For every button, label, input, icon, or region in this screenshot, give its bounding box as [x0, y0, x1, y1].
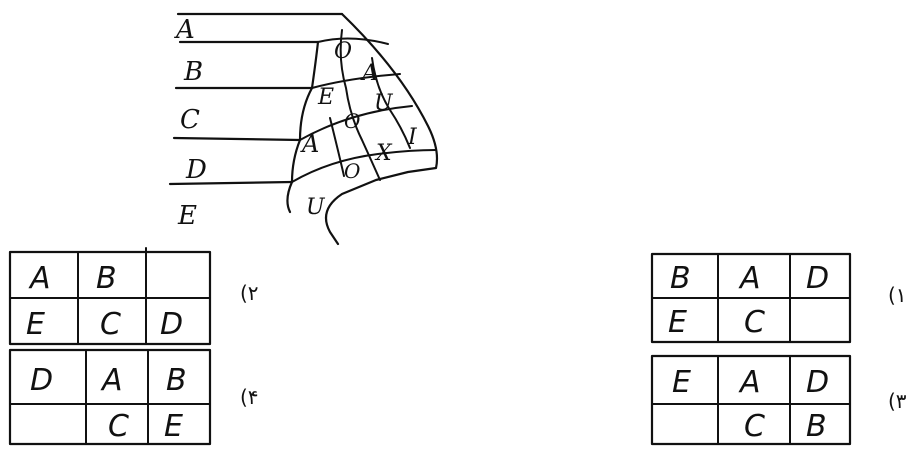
row-line-d	[168, 180, 294, 186]
row-line-c	[172, 136, 302, 142]
fan-cell-letter: U	[306, 195, 326, 220]
grid-cell-letter: A	[738, 365, 761, 400]
fan-diagram: A B C D E O A E U O A I X O U	[168, 12, 439, 246]
fan-cell-letter: O	[344, 109, 360, 133]
fan-arc-4	[291, 149, 437, 183]
grid-cell-letter: E	[668, 305, 687, 340]
grid-cell-letter: B	[670, 261, 691, 296]
option-number: (۲	[240, 281, 259, 305]
grid-cell-letter: E	[26, 307, 45, 342]
fan-radial-2	[371, 57, 411, 149]
option-1-grid[interactable]: B A D E C (۱	[650, 252, 907, 344]
option-4-grid[interactable]: D A B C E (۴	[8, 348, 259, 446]
fan-cell-letter: A	[360, 61, 378, 86]
grid-cell-letter: E	[164, 409, 183, 444]
grid-cell-letter: C	[100, 307, 121, 342]
grid-cell-letter: D	[806, 261, 829, 296]
grid-cell-letter: E	[672, 365, 691, 400]
fan-arc-2	[311, 73, 401, 89]
grid-border	[8, 348, 212, 446]
fan-radial-3	[329, 117, 345, 177]
fan-radial-1	[339, 29, 381, 181]
option-number: (۳	[888, 389, 907, 413]
grid-cell-letter: D	[806, 365, 829, 400]
grid-cell-letter: B	[806, 409, 827, 444]
grid-cell-letter: D	[160, 307, 183, 342]
grid-border	[650, 354, 852, 446]
grid-cell-letter: B	[166, 363, 187, 398]
option-3-grid[interactable]: E A D C B (۳	[650, 354, 907, 446]
fan-outer-curve	[324, 12, 439, 246]
fan-cell-letter: O	[344, 159, 360, 183]
row-label-b: B	[183, 57, 203, 87]
grid-cell-letter: C	[744, 305, 765, 340]
fan-cell-letter: X	[374, 141, 393, 166]
grid-cell-letter: C	[108, 409, 129, 444]
grid-cell-letter: A	[738, 261, 761, 296]
grid-cell-letter: C	[744, 409, 765, 444]
fan-cell-letter: O	[334, 39, 352, 64]
fan-arc-1	[317, 37, 389, 45]
fan-cell-letter: A	[300, 130, 319, 158]
fan-cell-letter: U	[374, 91, 394, 116]
row-label-c: C	[180, 105, 200, 135]
grid-cell-letter: A	[28, 261, 51, 296]
row-label-e: E	[177, 201, 197, 231]
fan-inner-curve	[286, 40, 320, 214]
grid-cell-letter: A	[100, 363, 123, 398]
grid-cell-letter: D	[30, 363, 53, 398]
option-number: (۴	[240, 385, 259, 409]
option-2-grid[interactable]: A B E C D (۲	[8, 247, 259, 346]
option-number: (۱	[888, 283, 907, 307]
row-label-d: D	[185, 155, 207, 185]
row-label-a: A	[174, 15, 195, 45]
grid-cell-letter: B	[96, 261, 117, 296]
fan-cell-letter: E	[317, 85, 334, 110]
fan-cell-letter: I	[407, 125, 418, 150]
